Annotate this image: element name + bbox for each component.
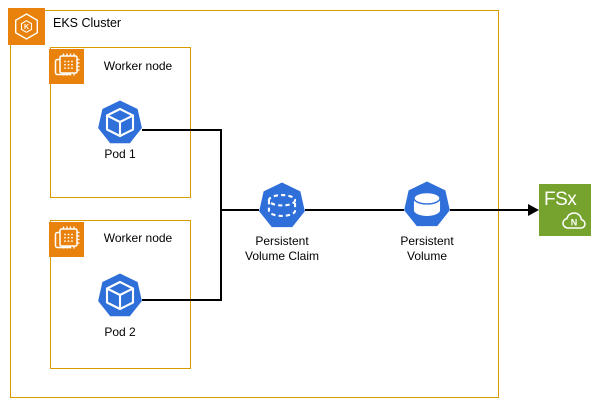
connector-pv-to-fsx — [450, 209, 530, 211]
connector-pod2-to-junction — [142, 299, 222, 301]
pod-1-icon — [97, 100, 143, 146]
worker-node-chip-icon — [49, 222, 84, 257]
persistent-volume-icon — [403, 181, 451, 229]
connector-junction-vertical — [220, 129, 222, 301]
connector-junction-to-pvc — [220, 209, 259, 211]
eks-letter: K — [24, 24, 29, 31]
pod-2-icon — [97, 273, 143, 319]
persistent-volume-label: Persistent Volume — [400, 234, 454, 263]
persistent-volume-claim-label: Persistent Volume Claim — [244, 234, 320, 263]
worker-node-1-label: Worker node — [103, 59, 173, 73]
persistent-volume-claim-icon — [258, 182, 306, 230]
eks-cluster-icon: K — [8, 8, 45, 45]
pod-1-label: Pod 1 — [104, 147, 136, 161]
worker-node-chip-icon — [49, 49, 84, 84]
connector-pod1-to-junction — [142, 129, 222, 131]
worker-node-2-label: Worker node — [103, 231, 173, 245]
connector-pvc-to-pv — [305, 209, 404, 211]
arrowhead-icon — [528, 204, 539, 216]
fsx-badge-n: N — [571, 218, 578, 228]
cluster-title: EKS Cluster — [53, 16, 122, 30]
pod-2-label: Pod 2 — [104, 325, 136, 339]
fsx-netapp-ontap-icon: FSx N — [539, 184, 591, 236]
fsx-label: FSx — [544, 189, 577, 210]
cloud-icon: N — [562, 212, 586, 229]
